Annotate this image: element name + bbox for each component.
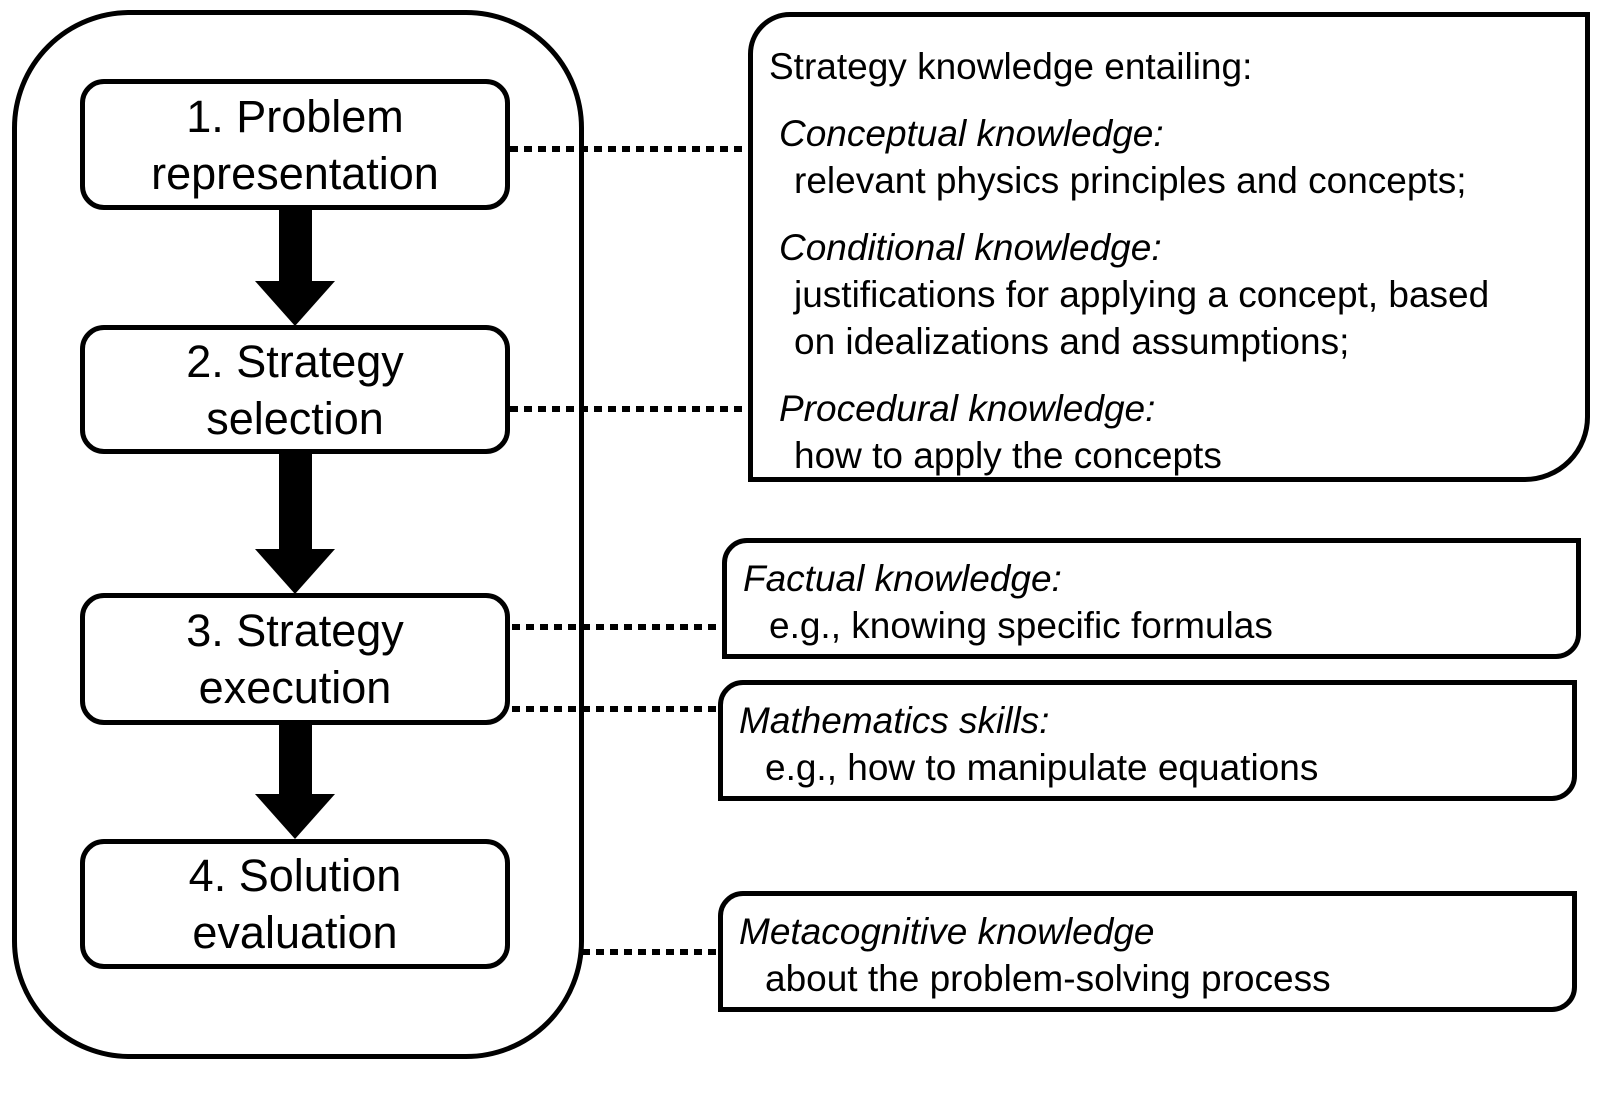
conditional-knowledge-text: justifications for applying a concept, b… bbox=[794, 274, 1490, 315]
step-label-line: 3. Strategy bbox=[186, 605, 404, 656]
conditional-knowledge-heading: Conditional knowledge: bbox=[779, 227, 1162, 268]
strategy-knowledge-box: Strategy knowledge entailing: Conceptual… bbox=[748, 12, 1590, 482]
step-label-line: evaluation bbox=[192, 907, 398, 958]
mathematics-skills-text: e.g., how to manipulate equations bbox=[765, 747, 1319, 788]
connector-step1-strategy-knowledge bbox=[510, 146, 750, 152]
conceptual-knowledge-heading: Conceptual knowledge: bbox=[779, 113, 1164, 154]
flow-arrow-shaft-1 bbox=[279, 207, 312, 281]
flow-arrow-head-2 bbox=[255, 549, 335, 594]
factual-knowledge-text: e.g., knowing specific formulas bbox=[769, 605, 1273, 646]
strategy-knowledge-title: Strategy knowledge entailing: bbox=[769, 46, 1253, 87]
conceptual-knowledge-text: relevant physics principles and concepts… bbox=[794, 160, 1467, 201]
step-box-solution-evaluation: 4. Solution evaluation bbox=[80, 839, 510, 969]
flow-arrow-shaft-3 bbox=[279, 722, 312, 794]
step-box-problem-representation: 1. Problem representation bbox=[80, 79, 510, 210]
mathematics-skills-heading: Mathematics skills: bbox=[739, 700, 1050, 741]
step-label-line: execution bbox=[198, 662, 392, 713]
metacognitive-knowledge-box: Metacognitive knowledge about the proble… bbox=[718, 891, 1577, 1012]
procedural-knowledge-heading: Procedural knowledge: bbox=[779, 388, 1156, 429]
connector-step3-factual-knowledge bbox=[512, 624, 724, 630]
factual-knowledge-heading: Factual knowledge: bbox=[743, 558, 1062, 599]
step-label-line: representation bbox=[151, 147, 439, 199]
step-label-line: 1. Problem bbox=[186, 90, 404, 142]
step-box-strategy-execution: 3. Strategy execution bbox=[80, 593, 510, 725]
connector-process-metacognitive-knowledge bbox=[582, 949, 720, 955]
conditional-knowledge-text: on idealizations and assumptions; bbox=[794, 321, 1350, 362]
step-box-strategy-selection: 2. Strategy selection bbox=[80, 325, 510, 454]
metacognitive-knowledge-heading: Metacognitive knowledge bbox=[739, 911, 1155, 952]
step-label-line: 4. Solution bbox=[188, 850, 402, 901]
connector-step2-strategy-knowledge bbox=[510, 406, 750, 412]
connector-step3-mathematics-skills bbox=[512, 706, 720, 712]
factual-knowledge-box: Factual knowledge: e.g., knowing specifi… bbox=[722, 538, 1581, 659]
flow-arrow-head-3 bbox=[255, 794, 335, 839]
step-label-line: 2. Strategy bbox=[186, 335, 404, 387]
process-outline-container bbox=[12, 10, 584, 1059]
flow-arrow-shaft-2 bbox=[279, 451, 312, 549]
procedural-knowledge-text: how to apply the concepts bbox=[794, 435, 1222, 476]
mathematics-skills-box: Mathematics skills: e.g., how to manipul… bbox=[718, 680, 1577, 801]
flow-arrow-head-1 bbox=[255, 281, 335, 326]
metacognitive-knowledge-text: about the problem-solving process bbox=[765, 958, 1331, 999]
step-label-line: selection bbox=[206, 392, 384, 444]
